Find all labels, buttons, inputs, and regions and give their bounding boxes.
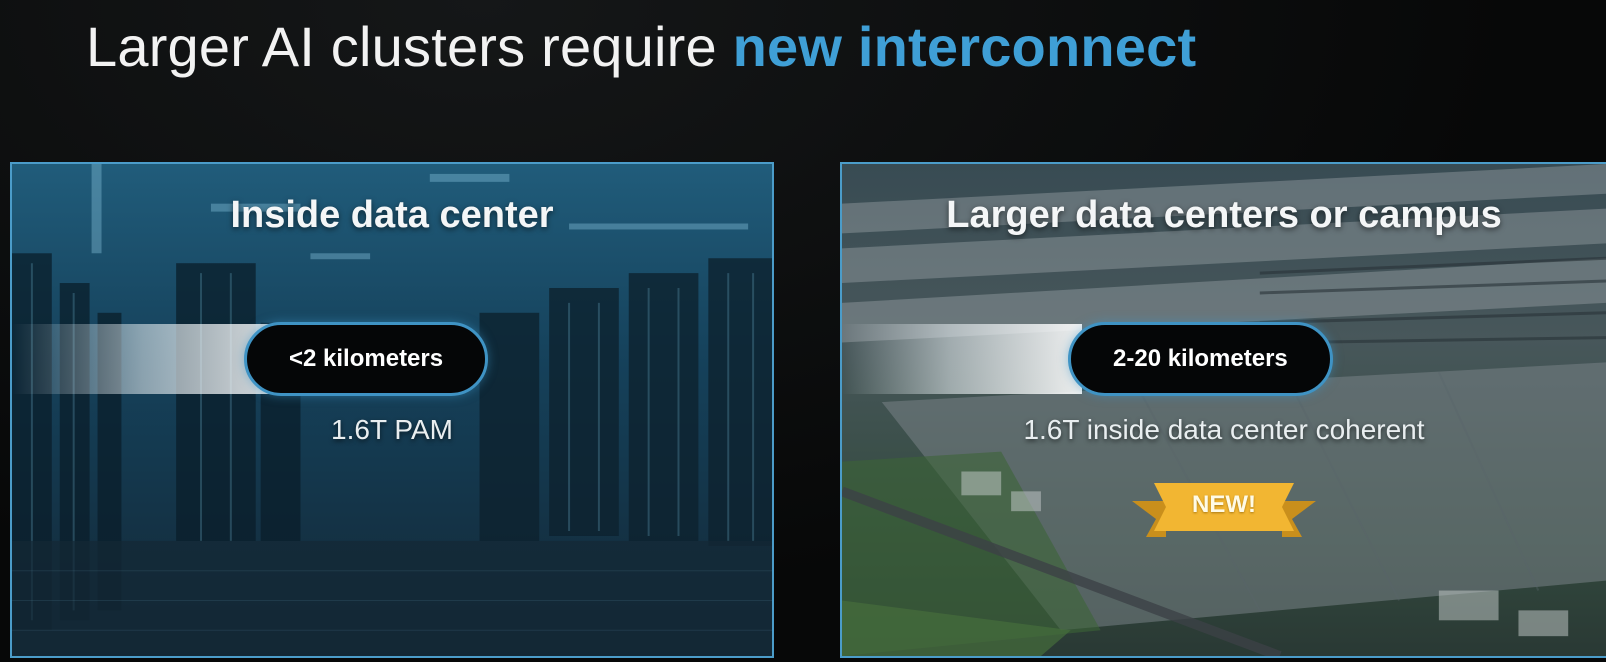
panel-heading: Inside data center bbox=[230, 194, 554, 236]
panel-heading: Larger data centers or campus bbox=[946, 194, 1502, 236]
badge-label: NEW! bbox=[1192, 491, 1256, 518]
title-highlight: new interconnect bbox=[732, 15, 1197, 78]
title-prefix: Larger AI clusters require bbox=[86, 15, 717, 78]
panel-caption: 1.6T PAM bbox=[331, 414, 453, 445]
panel-caption: 1.6T inside data center coherent bbox=[1023, 414, 1425, 445]
panel-inside-data-center: Inside data center <2 kilometers 1.6T PA… bbox=[10, 162, 774, 658]
new-ribbon-badge: NEW! bbox=[1132, 479, 1316, 537]
ribbon-icon bbox=[1132, 483, 1316, 537]
panel-campus: Larger data centers or campus 2-20 kilom… bbox=[840, 162, 1606, 658]
slide-title: Larger AI clusters require new interconn… bbox=[86, 14, 1196, 79]
server-room-image bbox=[12, 164, 772, 656]
light-beam bbox=[842, 324, 1082, 394]
distance-pill: 2-20 kilometers bbox=[1068, 322, 1333, 396]
campus-aerial-image bbox=[842, 164, 1606, 656]
distance-pill: <2 kilometers bbox=[244, 322, 489, 396]
